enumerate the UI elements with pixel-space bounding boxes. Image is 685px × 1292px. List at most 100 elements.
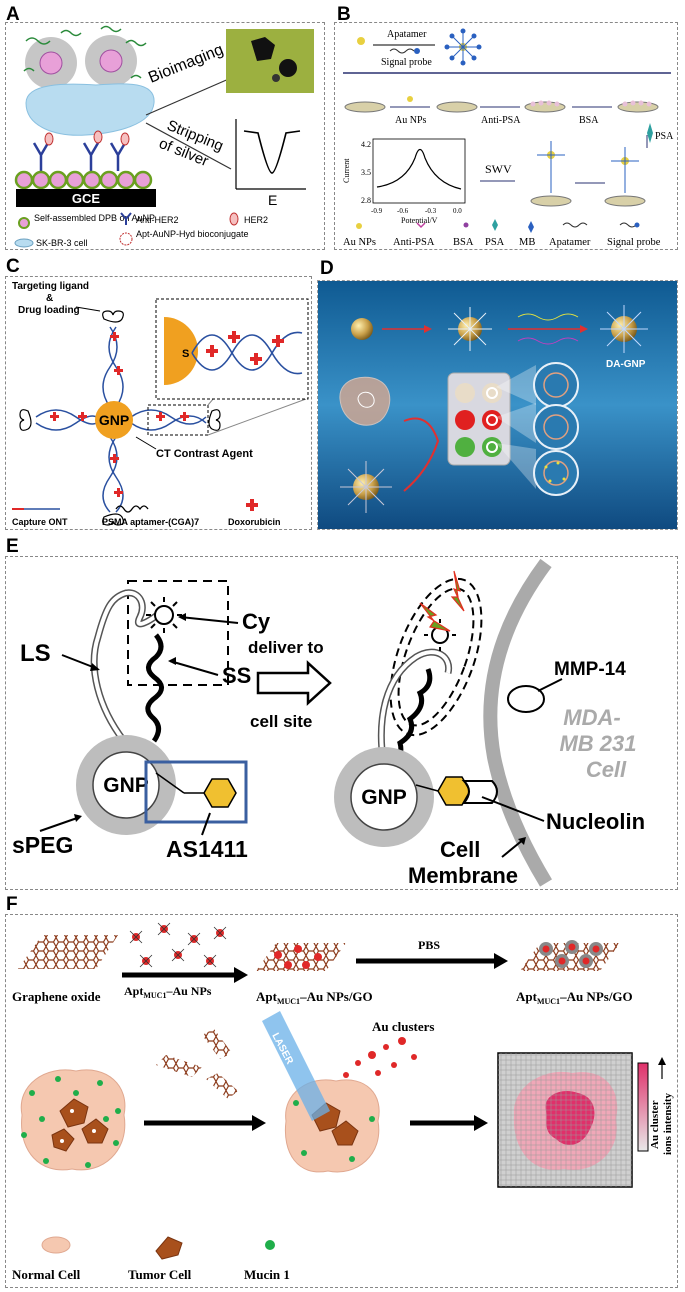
deliver-label-1: deliver to xyxy=(248,638,324,657)
nucleolin-receptor xyxy=(461,780,498,804)
plot-xlabel: Potential/V xyxy=(401,216,438,225)
targeting-ligand-label: Targeting ligand xyxy=(12,281,89,292)
gnp-right-label: GNP xyxy=(361,786,407,809)
signal-probe-top-label: Signal probe xyxy=(381,57,432,68)
speg-label: sPEG xyxy=(12,832,73,858)
release-ellipse xyxy=(389,577,483,737)
plot-xtick-4: 0.0 xyxy=(453,207,462,215)
laser-beam xyxy=(262,1011,330,1121)
graphene-oxide-label: Graphene oxide xyxy=(12,989,101,1004)
plot-ytick-3: 2.8 xyxy=(361,196,371,205)
cell-line-label-1: MDA- xyxy=(563,705,620,730)
panel-c: Targeting ligand & Drug loading GNP xyxy=(5,276,312,530)
legend-dpb: Self-assembled DPB on AuNP xyxy=(34,213,155,223)
gce-label: GCE xyxy=(72,191,101,206)
tumor-cell-d xyxy=(339,376,391,426)
panel-label-f: F xyxy=(6,894,18,915)
step-psa: PSA xyxy=(655,131,674,142)
mmp14-ellipse xyxy=(507,685,545,713)
bioimaging-micrograph xyxy=(226,29,314,93)
arrow1-label: AptMUC1–Au NPs xyxy=(124,984,212,1000)
legend-anti-her2: Anti-HER2 xyxy=(136,215,179,225)
cell-line-label-2: MB 231 xyxy=(559,731,636,756)
intensity-colorbar xyxy=(637,1062,649,1152)
legend-b-signal-probe: Signal probe xyxy=(607,237,661,248)
step-au-nps: Au NPs xyxy=(395,115,427,126)
legend-normal-cell-icon xyxy=(41,1236,71,1254)
plot-xtick-3: -0.3 xyxy=(425,207,437,215)
cy-ss-box xyxy=(127,580,229,686)
stripping-arrow xyxy=(145,122,232,170)
pbs-label: PBS xyxy=(418,938,440,952)
ls-label: LS xyxy=(20,640,51,667)
gnp-core xyxy=(95,401,133,439)
cy-dye-released xyxy=(424,619,456,651)
as1411-aptamer xyxy=(203,778,237,808)
step-bsa: BSA xyxy=(579,115,599,126)
gnp-label-c: GNP xyxy=(99,412,129,428)
panel-a: GCE Bioimaging Stripping of silver E Sel… xyxy=(5,22,325,250)
apatamer-top-label: Apatamer xyxy=(387,29,427,40)
sulfur-label: S xyxy=(182,348,189,360)
deliver-arrow xyxy=(256,660,332,706)
panel-label-b: B xyxy=(337,4,351,25)
panel-c-figure: Targeting ligand & Drug loading GNP xyxy=(12,281,309,527)
right-product-label: AptMUC1–Au NPs/GO xyxy=(516,989,633,1006)
au-cluster-ejecta xyxy=(343,1037,417,1078)
as1411-box xyxy=(144,760,248,824)
gnp-left xyxy=(92,751,160,819)
nucleolin-label: Nucleolin xyxy=(546,809,645,834)
legend-capture-ont: Capture ONT xyxy=(12,517,68,527)
fluorescence-bolt-2 xyxy=(450,570,465,612)
panel-b-figure: Apatamer Signal probe Au NPs Anti-PSA BS… xyxy=(342,28,674,248)
legend-b-au-nps: Au NPs xyxy=(343,237,376,248)
panel-d: DA-GNP xyxy=(317,280,678,530)
bare-gold-np xyxy=(351,318,373,340)
legend-cell: SK-BR-3 cell xyxy=(36,238,88,248)
cy-label: Cy xyxy=(242,609,271,634)
graphene-oxide-sheet xyxy=(18,935,118,969)
panel-label-a: A xyxy=(6,4,20,25)
legend-tumor-cell: Tumor Cell xyxy=(128,1267,192,1282)
ct-agent-label: CT Contrast Agent xyxy=(156,448,253,460)
apt-aunp-conjugate xyxy=(23,25,147,89)
ss-label: SS xyxy=(222,663,251,688)
panel-b: Apatamer Signal probe Au NPs Anti-PSA BS… xyxy=(334,22,678,250)
mid-product-label: AptMUC1–Au NPs/GO xyxy=(256,989,373,1006)
deliver-label-2: cell site xyxy=(250,712,312,731)
bioimaging-arrow xyxy=(145,77,232,116)
axis-e-label: E xyxy=(268,192,277,208)
legend-conjugate: Apt-AuNP-Hyd bioconjugate xyxy=(136,229,249,239)
panel-e-figure: GNP LS Cy SS sPEG AS1411 deliver to cell… xyxy=(12,558,645,888)
apt-au-nps-go-sheet xyxy=(256,943,346,971)
apt-au-nps xyxy=(132,925,224,965)
panel-a-figure: GCE Bioimaging Stripping of silver E Sel… xyxy=(14,25,314,248)
au-clusters-label: Au clusters xyxy=(372,1019,434,1034)
capped-gold-np xyxy=(448,307,492,351)
bioimaging-label: Bioimaging xyxy=(146,41,226,86)
legend-b-mb: MB xyxy=(519,237,535,248)
fluorescence-bolt xyxy=(419,602,451,632)
plot-xtick-2: -0.6 xyxy=(397,207,409,215)
legend-mucin-icon xyxy=(265,1240,275,1250)
as1411-label: AS1411 xyxy=(166,836,248,862)
step-anti-psa: Anti-PSA xyxy=(481,115,521,126)
legend-b-bsa: BSA xyxy=(453,237,474,248)
plot-xtick-1: -0.9 xyxy=(371,207,383,215)
normal-tissue xyxy=(20,1069,126,1171)
stripping-voltammogram xyxy=(243,130,301,174)
legend-b-anti-psa: Anti-PSA xyxy=(393,237,435,248)
ss-strand xyxy=(145,633,164,743)
gce-electrode xyxy=(16,189,156,207)
panel-label-d: D xyxy=(320,258,334,279)
panel-d-figure: DA-GNP xyxy=(318,281,677,529)
panel-f: Graphene oxide AptMUC1–Au NPs AptMUC1–Au… xyxy=(5,914,678,1288)
membrane-label-1: Cell xyxy=(440,837,480,862)
panel-e: GNP LS Cy SS sPEG AS1411 deliver to cell… xyxy=(5,556,678,890)
go-flakes xyxy=(156,1029,238,1099)
panel-f-figure: Graphene oxide AptMUC1–Au NPs AptMUC1–Au… xyxy=(12,922,674,1282)
anti-her2-antibodies xyxy=(32,142,127,171)
dpb-layer xyxy=(14,170,153,190)
da-gnp-cluster xyxy=(340,461,392,513)
panel-label-c: C xyxy=(6,256,20,277)
